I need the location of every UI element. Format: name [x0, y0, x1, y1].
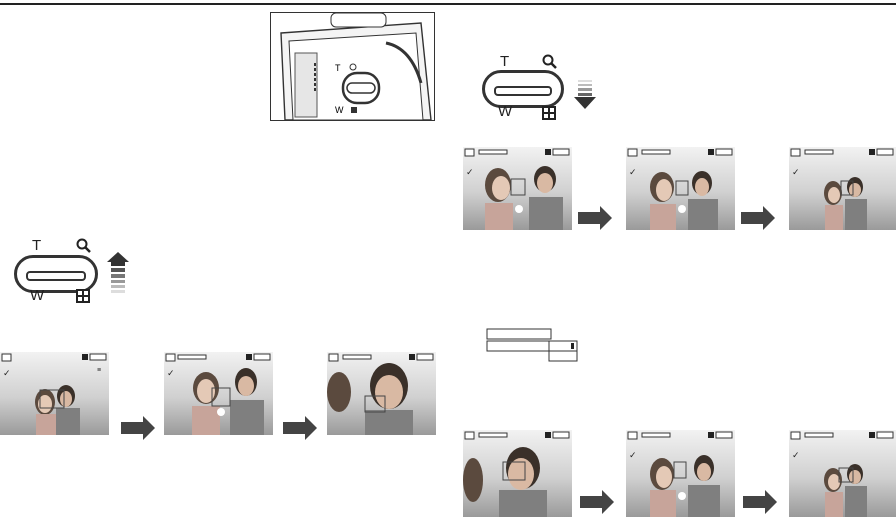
right-arrow-icon [741, 206, 775, 230]
zoom-lever-right: T W [478, 54, 598, 122]
svg-text:✓: ✓ [629, 450, 637, 460]
svg-text:✓: ✓ [3, 368, 11, 378]
zoom-bar-diagram [486, 328, 586, 368]
photo-frame: ✓ [789, 147, 896, 230]
top-rule [0, 3, 896, 5]
svg-text:✓: ✓ [466, 167, 474, 177]
arrow-up-icon [107, 252, 129, 298]
wide-label: W [30, 288, 44, 304]
svg-text:W: W [335, 105, 344, 115]
right-arrow-icon [121, 416, 155, 440]
zoom-lever-pill [482, 70, 564, 108]
svg-text:✓: ✓ [167, 368, 175, 378]
tele-label: T [500, 54, 509, 70]
zoom-lever-pill [14, 255, 98, 293]
photo-frame: ✓ [789, 430, 896, 517]
svg-text:✓: ✓ [629, 167, 637, 177]
svg-text:✓: ✓ [792, 167, 800, 177]
zoom-lever-left: T W [10, 238, 130, 304]
svg-text:≡: ≡ [97, 367, 101, 374]
arrow-down-icon [574, 80, 596, 110]
thumbnail-icon [542, 106, 556, 125]
wide-label: W [498, 104, 512, 120]
svg-text:✓: ✓ [792, 450, 800, 460]
right-arrow-icon [283, 416, 317, 440]
photo-frame [463, 430, 572, 517]
photo-frame: ✓ [463, 147, 572, 230]
photo-frame: ≡ ✓ [0, 352, 109, 435]
thumbnail-icon [76, 289, 90, 308]
photo-frame: ✓ [626, 147, 735, 230]
right-arrow-icon [580, 490, 614, 514]
photo-frame: ✓ [626, 430, 735, 517]
photo-frame [327, 352, 436, 435]
right-arrow-icon [743, 490, 777, 514]
right-arrow-icon [578, 206, 612, 230]
camera-top-illustration: T W [270, 12, 435, 121]
photo-frame: ✓ [164, 352, 273, 435]
tele-label: T [32, 238, 41, 254]
svg-text:T: T [335, 63, 341, 73]
